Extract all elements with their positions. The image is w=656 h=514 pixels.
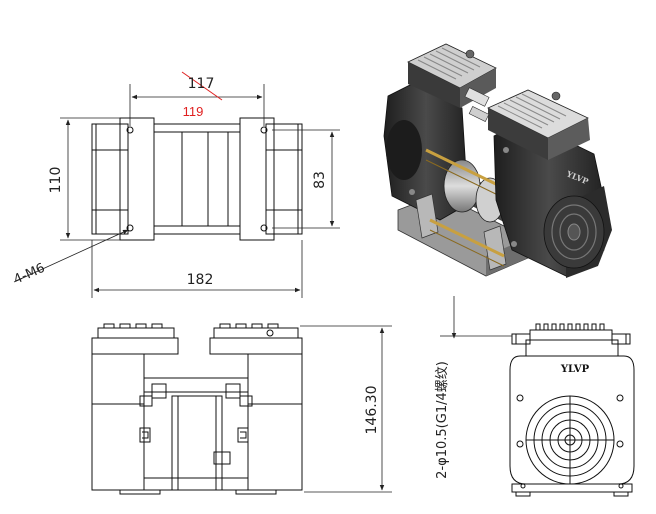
- top-left-head: [91, 123, 129, 235]
- front-view-dimensions: [300, 325, 392, 493]
- top-left-bracket: [119, 117, 155, 241]
- mount-hole: [126, 224, 134, 232]
- mount-hole: [260, 224, 268, 232]
- dim-depth-inner: 83: [312, 171, 328, 189]
- top-view-dimensions: [13, 71, 340, 298]
- front-view: [91, 323, 303, 495]
- mount-hole: [126, 126, 134, 134]
- top-right-head: [265, 123, 303, 235]
- dim-length: 182: [187, 272, 214, 288]
- top-view: [91, 117, 303, 241]
- top-right-bracket: [239, 117, 275, 241]
- iso-view: [383, 43, 612, 278]
- side-view: [509, 323, 635, 497]
- dim-height: 146.30: [364, 386, 380, 435]
- dim-width-struck: 117: [188, 76, 215, 92]
- dim-depth-outer: 110: [48, 167, 64, 194]
- hole-callout: 4-M6: [12, 261, 48, 288]
- side-brand-label: YLVP: [560, 364, 590, 375]
- dim-width-corrected: 119: [183, 104, 204, 119]
- strike-line: [181, 71, 223, 101]
- mount-hole: [260, 126, 268, 134]
- iso-rod: [425, 148, 505, 190]
- front-left-head: [91, 353, 145, 491]
- front-right-head: [247, 353, 303, 491]
- port-nozzle-right: [611, 333, 631, 345]
- side-view-dimensions: [440, 296, 512, 339]
- port-callout: 2-φ10.5(G1/4螺纹): [435, 361, 450, 479]
- iso-rod: [429, 218, 505, 258]
- port-nozzle-left: [511, 333, 531, 345]
